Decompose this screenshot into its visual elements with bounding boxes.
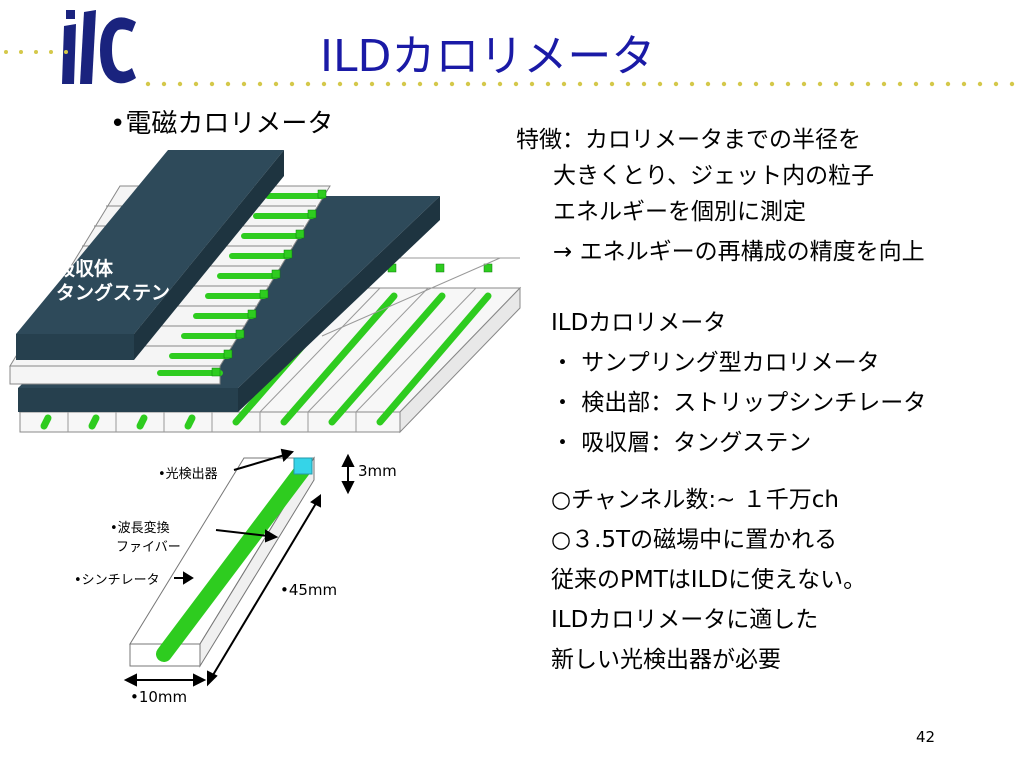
page-title: ILDカロリメータ (320, 31, 656, 82)
wls-fiber-label-line2: ファイバー (116, 540, 181, 555)
calorimeter-illustration (9, 150, 522, 687)
subtitle: •電磁カロリメータ (110, 109, 334, 139)
width-dimension: •10mm (130, 688, 188, 706)
note-ild-suitable: ILDカロリメータに適した (551, 607, 819, 633)
note-new-photodetector: 新しい光検出器が必要 (551, 647, 781, 673)
scintillator-label: •シンチレータ (74, 573, 160, 588)
length-dimension: •45mm (280, 581, 338, 599)
features-line-1: 特徴：カロリメータまでの半径を (516, 127, 861, 153)
ild-item-sampling: ・ サンプリング型カロリメータ (551, 350, 880, 376)
absorber-label-line2: タングステン (56, 281, 171, 304)
absorber-label: 吸収体 タングステン (56, 258, 170, 306)
absorber-plate-front (16, 150, 284, 360)
ild-item-absorber: ・ 吸収層：タングステン (551, 430, 812, 456)
dotted-divider (4, 50, 1015, 87)
note-pmt: 従来のPMTはILDに使えない。 (551, 567, 867, 593)
note-channels: ○チャンネル数:~ １千万ch (551, 487, 839, 513)
wls-fiber-label-line1: •波長変換 (110, 521, 170, 536)
note-magnetic-field: ○３.5Tの磁場中に置かれる (551, 527, 838, 553)
features-line-4: → エネルギーの再構成の精度を向上 (553, 239, 925, 265)
absorber-label-line1: 吸収体 (56, 258, 114, 280)
photodetector-label: •光検出器 (158, 467, 218, 482)
ild-item-detector: ・ 検出部：ストリップシンチレータ (551, 390, 927, 416)
diagram-arrows (123, 448, 355, 687)
ild-heading: ILDカロリメータ (551, 310, 727, 336)
features-line-3: エネルギーを個別に測定 (553, 199, 806, 225)
thickness-dimension: 3mm (358, 462, 397, 480)
strip-detail (129, 456, 315, 668)
features-line-2: 大きくとり、ジェット内の粒子 (553, 163, 875, 189)
ilc-logo (58, 6, 148, 90)
page-number: 42 (916, 728, 936, 746)
